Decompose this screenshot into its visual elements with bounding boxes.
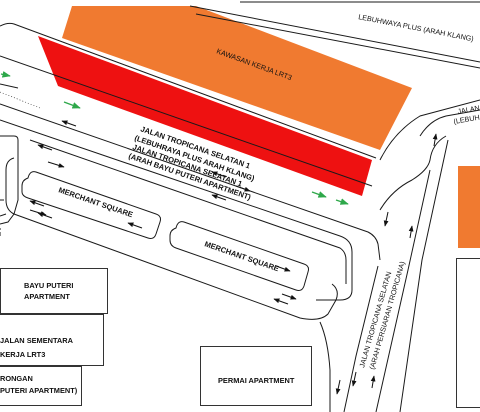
jalan-sementara-line-1: JALAN SEMENTARA (0, 336, 73, 345)
permai-apartment-box (200, 346, 312, 406)
permai-apartment-label: PERMAI APARTMENT (218, 376, 295, 385)
right-building-box (456, 258, 480, 408)
black-traffic-arrows (29, 120, 438, 395)
merchant-square-block-2 (169, 221, 309, 291)
highway-plus-lines (189, 1, 480, 69)
work-zone-lrt3 (62, 6, 412, 150)
green-arrow-left (0, 71, 11, 78)
label-lebuhraya-plus: LEBUHWAYA PLUS (ARAH KLANG) (358, 12, 475, 43)
lorong-label: RONGAN PUTERI APARTMENT) (0, 373, 77, 397)
bayu-puteri-line-2: APARTMENT (24, 292, 70, 301)
jalan-sementara-label: JALAN SEMENTARA KERJA LRT3 (0, 334, 73, 362)
merchant-loop-inner (29, 139, 347, 284)
bayu-puteri-apartment-box (0, 268, 108, 314)
lorong-box (0, 366, 82, 406)
lane-dashes (0, 91, 41, 109)
green-flow-arrows (0, 71, 349, 205)
bottom-road (0, 213, 331, 412)
label-jalan-right-edge-2: (LEBUH (453, 113, 480, 126)
jalan-sementara-box (0, 314, 104, 366)
work-zone-right-patch (458, 166, 480, 248)
green-arrow-right (311, 191, 327, 198)
merchant-loop-outer (5, 157, 338, 320)
closed-lane-area (38, 36, 372, 196)
bayu-puteri-line-1: BAYU PUTERI (24, 281, 74, 290)
jalan-sementara-line-2: KERJA LRT3 (0, 350, 46, 359)
label-jalan-right-edge-1: JALAN (457, 103, 480, 116)
green-arrow-mid (63, 101, 81, 109)
merchant-square-block-1 (21, 171, 161, 239)
road-outlines (0, 22, 480, 412)
lorong-line-1: RONGAN (0, 374, 33, 383)
bayu-puteri-label: BAYU PUTERI APARTMENT (24, 280, 73, 302)
green-arrow-far-right (335, 198, 349, 205)
lorong-line-2: PUTERI APARTMENT) (0, 386, 78, 395)
